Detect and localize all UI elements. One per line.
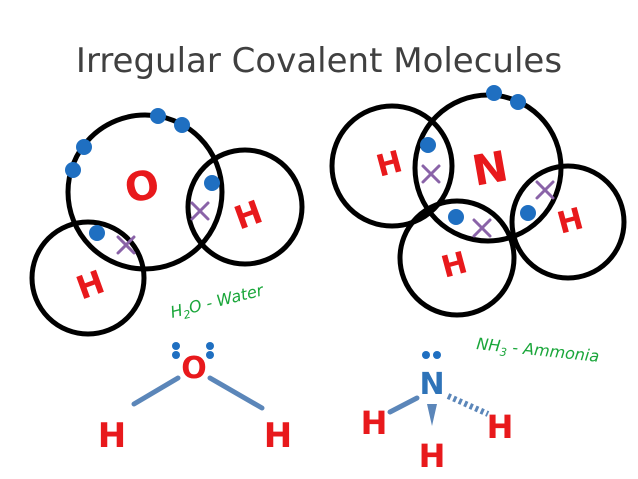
shared-electron-x [472, 218, 492, 238]
electron [150, 108, 166, 124]
shared-electron-x [116, 235, 136, 255]
ammonia-hydrogen-label-right: H [554, 201, 587, 241]
lone-pair-dot [172, 342, 180, 350]
electron [420, 137, 436, 153]
structure-hydrogen-label: H [487, 408, 514, 446]
nitrogen-label: N [469, 141, 512, 195]
water-formula: H2O - Water [168, 280, 267, 325]
water-shell-diagram: O H H [29, 108, 305, 337]
lone-pair-dot [206, 351, 214, 359]
water-hydrogen-shell-left [29, 219, 147, 337]
shared-electron-x [421, 164, 441, 184]
bond-line [207, 375, 265, 411]
ammonia-hydrogen-shell-right [509, 163, 627, 281]
water-hydrogen-label-left: H [71, 263, 109, 308]
ammonia-hydrogen-label-left: H [373, 144, 406, 184]
electron [76, 139, 92, 155]
lone-pair-dot [433, 351, 441, 359]
wedge-bond [427, 404, 437, 426]
electron [65, 162, 81, 178]
electron [510, 94, 526, 110]
ammonia-shell-diagram: N H H H [329, 85, 627, 318]
electron [204, 175, 220, 191]
water-hydrogen-shell-right [185, 147, 305, 267]
structure-hydrogen-label: H [419, 437, 446, 475]
structure-hydrogen-label: H [98, 416, 126, 456]
oxygen-label: O [121, 161, 164, 213]
lone-pair-dot [172, 351, 180, 359]
lone-pair-dot [422, 351, 430, 359]
ammonia-hydrogen-shell-bottom [397, 198, 517, 318]
ammonia-structure: N H H H [361, 351, 514, 475]
shared-electron-x [535, 180, 555, 200]
structure-nitrogen-label: N [419, 367, 444, 402]
bond-line [387, 395, 420, 415]
structure-oxygen-label: O [181, 351, 207, 386]
ammonia-formula: NH3 - Ammonia [475, 334, 600, 369]
electron [520, 205, 536, 221]
shared-electron-x [190, 201, 210, 221]
slide-title: Irregular Covalent Molecules [76, 41, 562, 81]
structure-hydrogen-label: H [264, 416, 292, 456]
electron [448, 209, 464, 225]
electron [89, 225, 105, 241]
ammonia-hydrogen-shell-left [329, 103, 455, 229]
water-hydrogen-label-right: H [229, 193, 267, 238]
structure-hydrogen-label: H [361, 404, 388, 442]
water-structure: O H H [98, 342, 292, 456]
hashed-bond [446, 393, 490, 417]
ammonia-hydrogen-label-bottom: H [438, 245, 471, 285]
lone-pair-dot [206, 342, 214, 350]
electron [174, 117, 190, 133]
bond-line [131, 375, 181, 407]
electron [486, 85, 502, 101]
